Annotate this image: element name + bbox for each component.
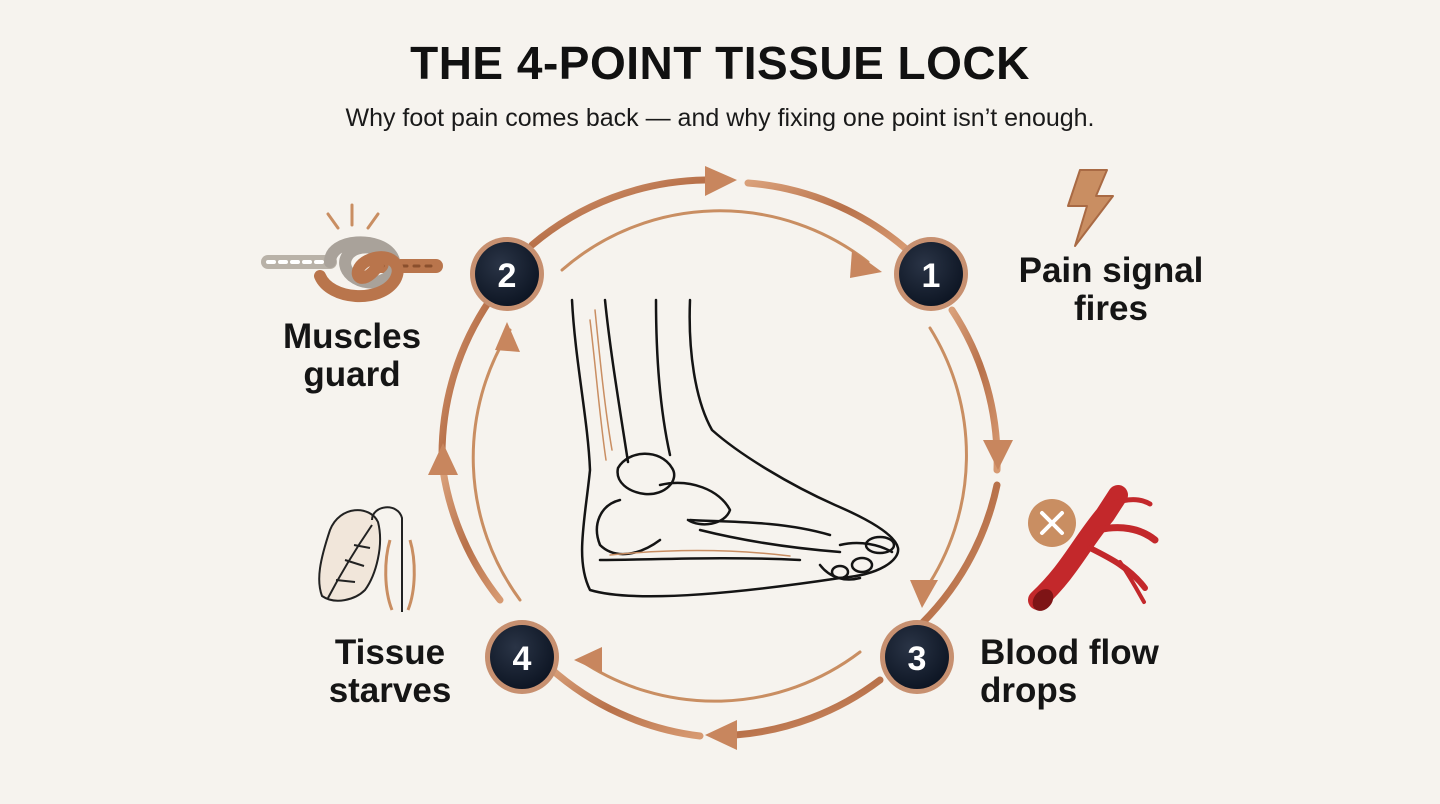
arrowhead-inner-right: [910, 580, 938, 608]
node-3-line1: Blood flow: [980, 633, 1159, 672]
arrowhead-outer-top: [705, 166, 737, 196]
arrowhead-inner-bottom: [574, 647, 602, 673]
badge-1-number: 1: [922, 257, 941, 295]
badge-2: 2: [470, 237, 544, 311]
node-3-line2: drops: [980, 671, 1078, 710]
outer-ring: [438, 176, 1001, 740]
badge-1: 1: [894, 237, 968, 311]
page-subtitle: Why foot pain comes back — and why fixin…: [345, 104, 1095, 132]
withered-leaf-icon: [318, 506, 416, 612]
node-3-label: Blood flow drops: [980, 634, 1200, 710]
node-4-line1: Tissue: [334, 633, 446, 672]
node-2-label: Muscles guard: [262, 318, 442, 394]
node-2-line1: Muscles: [282, 317, 422, 356]
inner-ring: [471, 209, 968, 703]
node-1-line2: fires: [1074, 289, 1148, 328]
lightning-bolt-icon: [1067, 169, 1114, 247]
page-title: THE 4-POINT TISSUE LOCK: [410, 37, 1030, 89]
foot-bones-icon: [570, 298, 900, 598]
node-1-label: Pain signal fires: [996, 252, 1226, 328]
badge-2-number: 2: [498, 257, 517, 295]
node-2-line2: guard: [303, 355, 401, 394]
node-4-label: Tissue starves: [310, 634, 470, 710]
badge-4-number: 4: [513, 640, 532, 678]
blocked-blood-vessel-icon: [1028, 485, 1159, 611]
badge-4: 4: [485, 620, 559, 694]
arrowhead-inner-top: [850, 250, 882, 278]
arrowhead-outer-left: [428, 443, 458, 475]
node-4-line2: starves: [328, 671, 452, 710]
arrowhead-outer-bottom: [705, 720, 737, 750]
rope-knot-icon: [261, 203, 443, 303]
arrowhead-outer-right: [983, 440, 1013, 470]
arrowhead-inner-left: [495, 322, 520, 352]
badge-3: 3: [880, 620, 954, 694]
node-1-line1: Pain signal: [1018, 251, 1204, 290]
badge-3-number: 3: [908, 640, 927, 678]
